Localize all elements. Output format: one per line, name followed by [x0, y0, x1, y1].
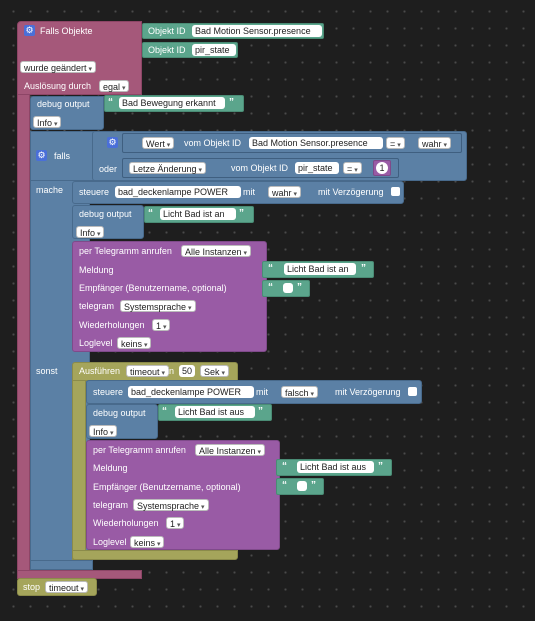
delay-checkbox[interactable] — [391, 187, 400, 196]
telegram-title: per Telegramm anrufen — [79, 246, 172, 256]
telegram-label: telegram — [93, 500, 129, 510]
meldung-label: Meldung — [79, 265, 114, 275]
verzoegerung-label: mit Verzögerung — [335, 387, 401, 397]
wiederholungen-label: Wiederholungen — [79, 320, 145, 330]
quote-close-icon: ” — [258, 406, 263, 417]
quote-open-icon: “ — [268, 282, 273, 293]
wiederholungen-label: Wiederholungen — [93, 518, 159, 528]
delay-checkbox[interactable] — [408, 387, 417, 396]
quote-close-icon: ” — [378, 461, 383, 472]
telegram-label: telegram — [79, 301, 115, 311]
ausloesung-label: Auslösung durch — [24, 81, 92, 91]
debug-output-label: debug output — [93, 408, 146, 418]
gear-icon[interactable]: ⚙ — [36, 150, 47, 161]
or-label: oder — [99, 164, 118, 174]
debug-output-label: debug output — [79, 209, 132, 219]
quote-close-icon: ” — [361, 263, 366, 274]
value-dropdown[interactable]: falsch — [281, 386, 318, 398]
trigger-dropdown[interactable]: wurde geändert — [20, 61, 97, 73]
telegram-title: per Telegramm anrufen — [93, 445, 186, 455]
empfaenger-label: Empfänger (Benutzername, optional) — [79, 283, 227, 293]
quote-open-icon: “ — [268, 263, 273, 274]
stop-timeout-dropdown[interactable]: timeout — [45, 581, 88, 593]
gear-icon[interactable]: ⚙ — [107, 137, 118, 148]
object-id-field[interactable]: bad_deckenlampe POWER — [128, 386, 254, 398]
mit-label: mit — [256, 387, 268, 397]
if-label: falls — [54, 151, 71, 161]
debug-level-dropdown[interactable]: Info — [76, 226, 105, 238]
quote-close-icon: ” — [229, 97, 234, 108]
letzte-aenderung-dropdown[interactable]: Letze Änderung — [129, 162, 207, 174]
quote-close-icon: ” — [311, 480, 316, 491]
language-dropdown[interactable]: Systemsprache — [133, 499, 209, 511]
wert-dropdown[interactable]: Wert — [142, 137, 175, 149]
stop-label: stop — [23, 582, 41, 592]
object-id-label: Objekt ID — [148, 45, 186, 55]
loglevel-label: Loglevel — [93, 537, 127, 547]
value-dropdown[interactable]: wahr — [268, 186, 301, 198]
trigger-block[interactable] — [17, 21, 142, 95]
ausfuehren-label: Ausführen — [79, 366, 121, 376]
telegram-block[interactable] — [72, 241, 267, 352]
timeout-name-field[interactable]: timeout — [126, 365, 169, 377]
empfaenger-text[interactable] — [283, 283, 293, 293]
loglevel-dropdown[interactable]: keins — [117, 337, 152, 349]
loglevel-label: Loglevel — [79, 338, 113, 348]
debug-level-dropdown[interactable]: Info — [33, 116, 62, 128]
timeout-value-field[interactable]: 50 — [179, 365, 195, 377]
meldung-text[interactable]: Licht Bad ist an — [284, 263, 356, 275]
object-id-field[interactable]: pir_state — [295, 162, 339, 174]
quote-open-icon: “ — [282, 461, 287, 472]
object-id-field[interactable]: Bad Motion Sensor.presence — [249, 137, 383, 149]
compare-operator-dropdown[interactable]: = — [386, 137, 405, 149]
instance-dropdown[interactable]: Alle Instanzen — [181, 245, 252, 257]
steuere-label: steuere — [79, 187, 110, 197]
value-dropdown[interactable]: wahr — [418, 137, 451, 149]
object-id-field[interactable]: pir_state — [192, 44, 236, 56]
quote-open-icon: “ — [282, 480, 287, 491]
timeout-block-foot — [72, 550, 238, 560]
repeat-dropdown[interactable]: 1 — [152, 319, 171, 331]
empfaenger-text[interactable] — [297, 481, 307, 491]
gear-icon[interactable]: ⚙ — [24, 25, 35, 36]
sonst-label: sonst — [36, 366, 58, 376]
object-id-field[interactable]: bad_deckenlampe POWER — [115, 186, 241, 198]
vom-objekt-label: vom Objekt ID — [184, 138, 242, 148]
object-id-field[interactable]: Bad Motion Sensor.presence — [192, 25, 322, 37]
quote-close-icon: ” — [239, 208, 244, 219]
empfaenger-label: Empfänger (Benutzername, optional) — [93, 482, 241, 492]
compare-operator-dropdown[interactable]: = — [343, 162, 362, 174]
repeat-dropdown[interactable]: 1 — [166, 517, 185, 529]
mache-label: mache — [36, 185, 64, 195]
timeout-unit-dropdown[interactable]: Sek — [200, 365, 229, 377]
object-id-label: Objekt ID — [148, 26, 186, 36]
debug-text[interactable]: Bad Bewegung erkannt — [119, 97, 225, 109]
instance-dropdown[interactable]: Alle Instanzen — [195, 444, 266, 456]
meldung-text[interactable]: Licht Bad ist aus — [297, 461, 374, 473]
trigger-block-spine — [17, 94, 30, 578]
timeout-block-spine — [72, 380, 86, 560]
trigger-title: Falls Objekte — [40, 26, 93, 36]
debug-level-dropdown[interactable]: Info — [89, 425, 118, 437]
steuere-label: steuere — [93, 387, 124, 397]
loglevel-dropdown[interactable]: keins — [130, 536, 165, 548]
debug-text[interactable]: Licht Bad ist aus — [175, 406, 255, 418]
number-value[interactable]: 1 — [376, 162, 388, 174]
language-dropdown[interactable]: Systemsprache — [120, 300, 196, 312]
verzoegerung-label: mit Verzögerung — [318, 187, 384, 197]
quote-open-icon: “ — [148, 208, 153, 219]
if-block-foot — [30, 560, 93, 570]
quote-close-icon: ” — [297, 282, 302, 293]
in-label: in — [167, 366, 175, 376]
debug-text[interactable]: Licht Bad ist an — [160, 208, 236, 220]
ausloesung-dropdown[interactable]: egal — [99, 80, 130, 92]
quote-open-icon: “ — [162, 406, 167, 417]
quote-open-icon: “ — [108, 97, 113, 108]
vom-objekt-label: vom Objekt ID — [231, 163, 289, 173]
mit-label: mit — [243, 187, 255, 197]
telegram-block[interactable] — [86, 440, 280, 550]
meldung-label: Meldung — [93, 463, 128, 473]
debug-output-label: debug output — [37, 99, 90, 109]
